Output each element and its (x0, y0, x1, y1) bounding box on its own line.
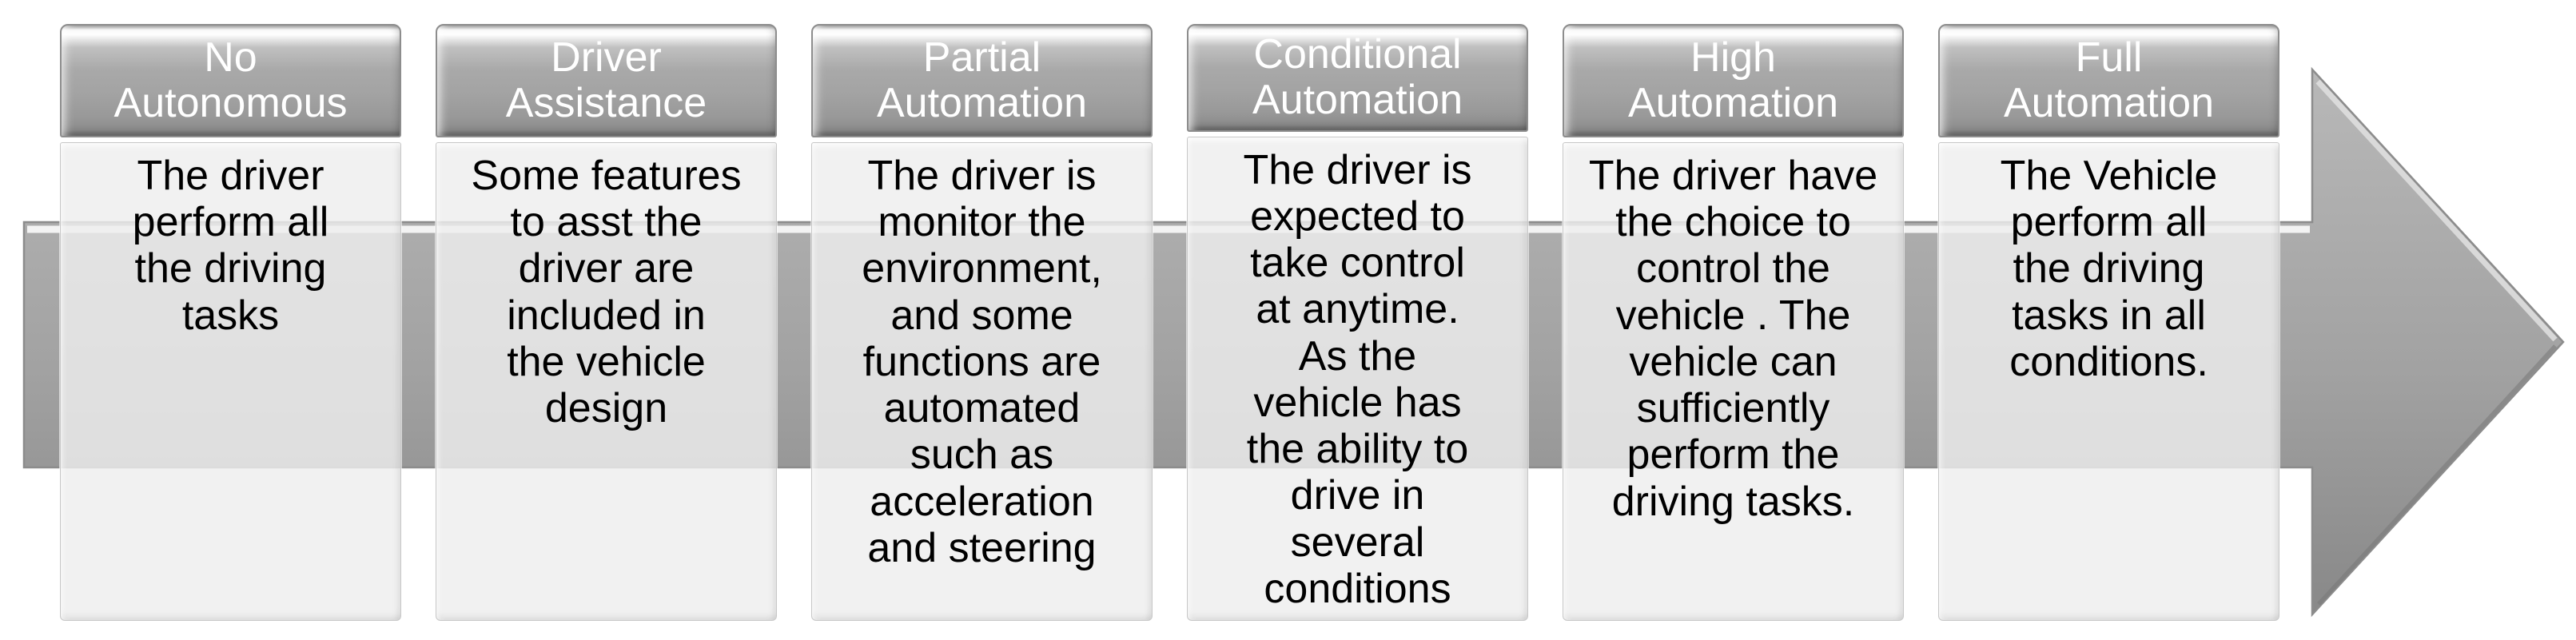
stage-title: Driver Assistance (505, 34, 707, 126)
stage-description: The driver perform all the driving tasks (60, 142, 401, 621)
arrow-head-shade-line (2317, 344, 2557, 606)
stage-full-automation: Full Automation The Vehicle perform all … (1938, 24, 2279, 621)
stage-title: Partial Automation (876, 34, 1088, 126)
stage-divider (1187, 132, 1528, 137)
stage-description: Some features to asst the driver are inc… (436, 142, 777, 621)
stage-title: No Autonomous (113, 34, 348, 126)
stage-description: The driver is expected to take control a… (1187, 136, 1528, 621)
stage-header: Partial Automation (811, 24, 1153, 137)
stage-row: No Autonomous The driver perform all the… (60, 24, 2279, 621)
stage-high-automation: High Automation The driver have the choi… (1563, 24, 1904, 621)
stage-header: Driver Assistance (436, 24, 777, 137)
stage-header: Conditional Automation (1187, 24, 1528, 132)
stage-driver-assistance: Driver Assistance Some features to asst … (436, 24, 777, 621)
stage-title: High Automation (1627, 34, 1839, 126)
stage-description: The driver is monitor the environment, a… (811, 142, 1153, 621)
stage-no-autonomous: No Autonomous The driver perform all the… (60, 24, 401, 621)
stage-conditional-automation: Conditional Automation The driver is exp… (1187, 24, 1528, 621)
stage-header: No Autonomous (60, 24, 401, 137)
stage-description: The driver have the choice to control th… (1563, 142, 1904, 621)
stage-title: Conditional Automation (1252, 31, 1463, 124)
arrow-head-highlight-line (2315, 79, 2558, 342)
stage-header: High Automation (1563, 24, 1904, 137)
stage-partial-automation: Partial Automation The driver is monitor… (811, 24, 1153, 621)
stage-description: The Vehicle perform all the driving task… (1938, 142, 2279, 621)
stage-title: Full Automation (2003, 34, 2215, 126)
stage-header: Full Automation (1938, 24, 2279, 137)
